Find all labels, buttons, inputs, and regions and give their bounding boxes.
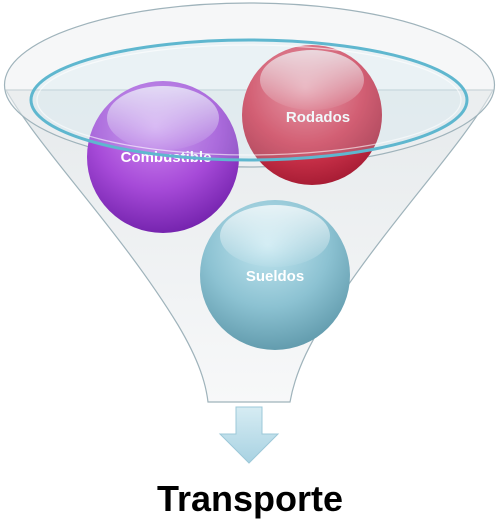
input-bubble-rodados: Rodados <box>242 45 382 185</box>
input-bubble-combustible: Combustible <box>87 81 239 233</box>
bubble-gloss <box>220 205 330 267</box>
funnel-rim-highlight <box>36 44 462 156</box>
bubble-label-rodados: Rodados <box>286 109 350 126</box>
bubble-label-sueldos: Sueldos <box>246 268 304 285</box>
funnel-rim-ring <box>29 38 469 162</box>
down-arrow-icon <box>218 406 280 464</box>
bubble-gloss <box>107 86 219 150</box>
bubble-gloss <box>260 50 364 110</box>
output-label: Transporte <box>157 478 343 519</box>
input-bubble-sueldos: Sueldos <box>200 200 350 350</box>
